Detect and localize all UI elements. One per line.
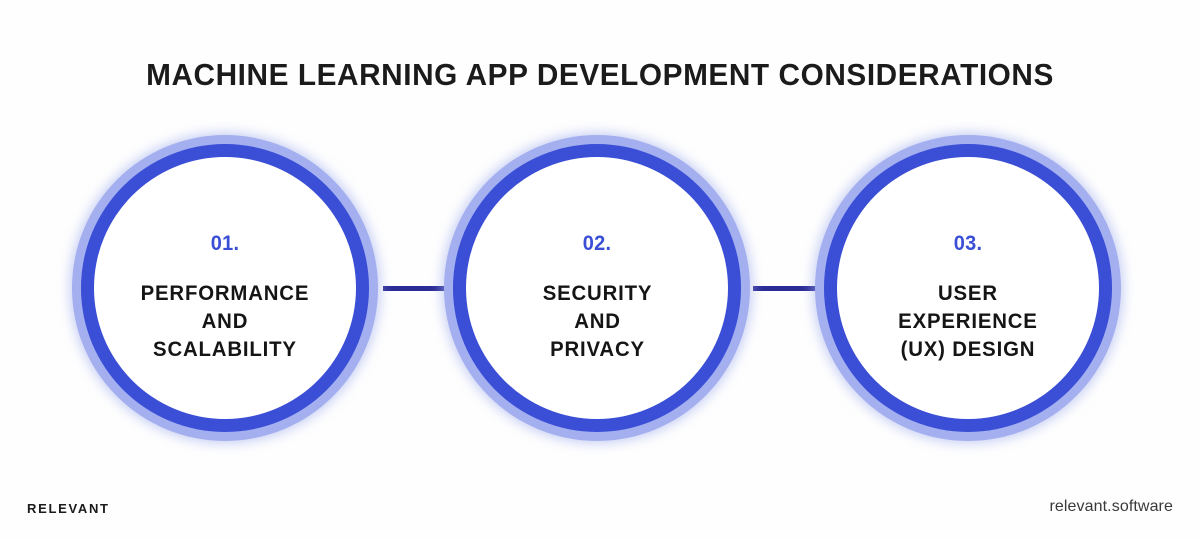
connector-1-2 [383, 286, 475, 291]
node-label-3: USER EXPERIENCE (UX) DESIGN [898, 282, 1038, 361]
circle-node-2[interactable]: 02. SECURITY AND PRIVACY [444, 135, 750, 441]
considerations-diagram: 01. PERFORMANCE AND SCALABILITY 02. SECU… [72, 135, 1121, 441]
node-number-3: 03. [953, 232, 983, 255]
node-label-1: PERFORMANCE AND SCALABILITY [140, 282, 310, 361]
node-number-2: 02. [582, 232, 612, 255]
footer-brand: RELEVANT [27, 501, 110, 516]
page-title: MACHINE LEARNING APP DEVELOPMENT CONSIDE… [146, 56, 1054, 92]
circle-disc-2: 02. SECURITY AND PRIVACY [466, 157, 728, 419]
circle-disc-1: 01. PERFORMANCE AND SCALABILITY [94, 157, 356, 419]
node-number-1: 01. [210, 232, 240, 255]
node-label-2: SECURITY AND PRIVACY [542, 282, 652, 361]
circle-node-3[interactable]: 03. USER EXPERIENCE (UX) DESIGN [815, 135, 1121, 441]
circle-disc-3: 03. USER EXPERIENCE (UX) DESIGN [837, 157, 1099, 419]
connector-2-3 [753, 286, 845, 291]
circle-node-1[interactable]: 01. PERFORMANCE AND SCALABILITY [72, 135, 378, 441]
footer-website[interactable]: relevant.software [1049, 498, 1173, 515]
